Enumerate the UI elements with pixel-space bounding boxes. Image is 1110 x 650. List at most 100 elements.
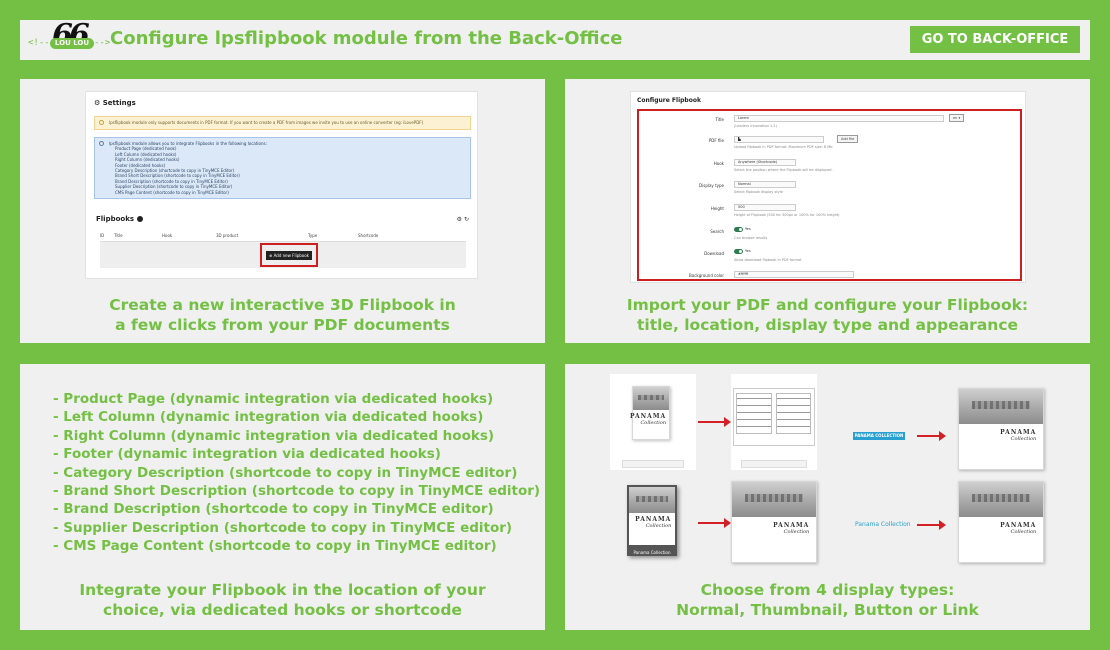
page-title: Configure lpsflipbook module from the Ba…	[110, 28, 623, 49]
form-help: (Leaders Innovation 1.2)	[734, 124, 777, 128]
logo-comment-open: <!--	[28, 38, 50, 48]
toggle-label: Yes	[745, 249, 751, 253]
info-location-item: Product Page (dedicated hook)	[115, 146, 177, 152]
location-item: - Category Description (shortcode to cop…	[53, 464, 518, 481]
info-icon	[99, 141, 104, 146]
form-label: Title	[715, 117, 724, 122]
panel4-caption: Choose from 4 display types: Normal, Thu…	[676, 581, 979, 619]
panel1-caption: Create a new interactive 3D Flipbook in …	[109, 296, 456, 334]
form-help: Upload flipbook in PDF format. Maximum P…	[734, 145, 833, 149]
location-item: - Left Column (dynamic integration via d…	[53, 409, 484, 426]
form-input[interactable]: Normal	[734, 181, 796, 188]
form-label: Download	[704, 251, 724, 256]
add-button-highlight: ⊕ Add new Flipbook	[260, 243, 318, 267]
location-item: - CMS Page Content (shortcode to copy in…	[53, 538, 497, 555]
location-list: - Product Page (dynamic integration via …	[53, 390, 540, 556]
configure-form-highlight: Title Lorem en ▾ (Leaders Innovation 1.2) PD…	[637, 109, 1022, 281]
pdf-warning-alert: lpsflipbook module only supports documen…	[94, 116, 471, 130]
refresh-icon[interactable]: ↻	[463, 216, 469, 223]
go-to-back-office-button[interactable]: GO TO BACK-OFFICE	[910, 26, 1080, 53]
info-location-item: Right Column (dedicated hooks)	[115, 157, 180, 163]
add-new-flipbook-button[interactable]: ⊕ Add new Flipbook	[266, 251, 312, 260]
loulou-logo: 66 <!-- LOU LOU -->	[28, 18, 120, 58]
info-location-item: Category Description (shortcode to copy …	[115, 168, 235, 174]
location-item: - Supplier Description (shortcode to cop…	[53, 519, 513, 536]
location-item: - Brand Description (shortcode to copy i…	[53, 501, 494, 518]
form-input[interactable]: Anywhere (Shortcode)	[734, 159, 796, 166]
arrow-icon	[917, 431, 946, 441]
info-location-item: Supplier Description (shortcode to copy …	[115, 184, 233, 190]
column-header: Hook	[162, 233, 173, 238]
form-help: Height of Flipbook (500 for 500px or 100…	[734, 213, 840, 217]
help-icon	[137, 216, 144, 222]
form-row: Hook Anywhere (Shortcode) Select the posit…	[639, 159, 1020, 175]
toggle-switch[interactable]	[734, 227, 743, 232]
form-input[interactable]: 500	[734, 204, 796, 211]
form-help: Select flipbook display style	[734, 190, 783, 194]
flipbooks-heading: Flipbooks	[96, 215, 144, 223]
add-file-button[interactable]: Add file	[837, 135, 859, 143]
file-input[interactable]: ▙	[734, 136, 824, 143]
info-location-item: CMS Page Content (shortcode to copy in T…	[115, 189, 229, 195]
logo-comment-close: -->	[94, 38, 111, 48]
form-label: Display type	[699, 183, 724, 188]
column-header: ID	[100, 233, 105, 238]
form-help: Select the position where the Flipbook w…	[734, 168, 833, 172]
flipbook-toolbar	[741, 460, 807, 468]
panel2-caption: Import your PDF and configure your Flipb…	[626, 296, 1029, 334]
header-bar: 66 <!-- LOU LOU --> Configure lpsflipboo…	[20, 18, 1090, 60]
column-header: Shortcode	[358, 233, 379, 238]
form-input[interactable]: Lorem	[734, 115, 944, 122]
form-row: Background color #ffffff	[639, 271, 1020, 287]
info-location-item: Footer (dedicated hooks)	[115, 162, 166, 168]
flipbook-spread	[733, 388, 815, 446]
locations-info-alert: lpsflipbook module allows you to integra…	[94, 137, 471, 199]
form-row: Title Lorem en ▾ (Leaders Innovation 1.2)	[639, 114, 1020, 131]
form-label: Hook	[713, 161, 724, 166]
settings-screenshot: ⚙ Settings lpsflipbook module only suppo…	[85, 91, 478, 279]
form-label: Height	[710, 206, 724, 211]
flipbooks-table-body: ⊕ Add new Flipbook	[100, 241, 466, 268]
form-input[interactable]: #ffffff	[734, 271, 854, 278]
panel-locations: - Product Page (dynamic integration via …	[20, 364, 545, 630]
location-item: - Footer (dynamic integration via dedica…	[53, 446, 441, 463]
flipbook-toolbar	[622, 460, 684, 468]
panama-collection-button[interactable]: PANAMA COLLECTION	[853, 432, 905, 440]
form-help: Can browse results	[734, 236, 768, 240]
settings-heading: ⚙ Settings	[94, 99, 136, 107]
language-select[interactable]: en ▾	[949, 114, 965, 122]
form-label: Background color	[689, 273, 724, 278]
panel3-caption: Integrate your Flipbook in the location …	[79, 581, 486, 619]
panama-collection-link[interactable]: Panama Collection	[855, 521, 911, 528]
info-location-item: Brand Description (shortcode to copy in …	[115, 178, 228, 184]
location-item: - Product Page (dynamic integration via …	[53, 391, 494, 407]
panel-create-flipbook: ⚙ Settings lpsflipbook module only suppo…	[20, 79, 545, 343]
warning-icon	[99, 120, 104, 125]
location-item: - Brand Short Description (shortcode to …	[53, 483, 541, 500]
info-location-list: Product Page (dedicated hook)Left Column…	[109, 146, 470, 195]
column-header: Type	[308, 233, 318, 238]
form-label: PDF file	[708, 138, 724, 143]
arrow-icon	[698, 518, 731, 528]
toggle-switch[interactable]	[734, 249, 743, 254]
arrow-icon	[917, 520, 946, 530]
info-location-item: Left Column (dedicated hooks)	[115, 151, 177, 157]
info-location-item: Brand Short Description (shortcode to co…	[115, 173, 240, 179]
column-header: Title	[114, 233, 123, 238]
toggle-label: Yes	[745, 227, 751, 231]
settings-icon[interactable]: ⚙	[456, 216, 463, 223]
